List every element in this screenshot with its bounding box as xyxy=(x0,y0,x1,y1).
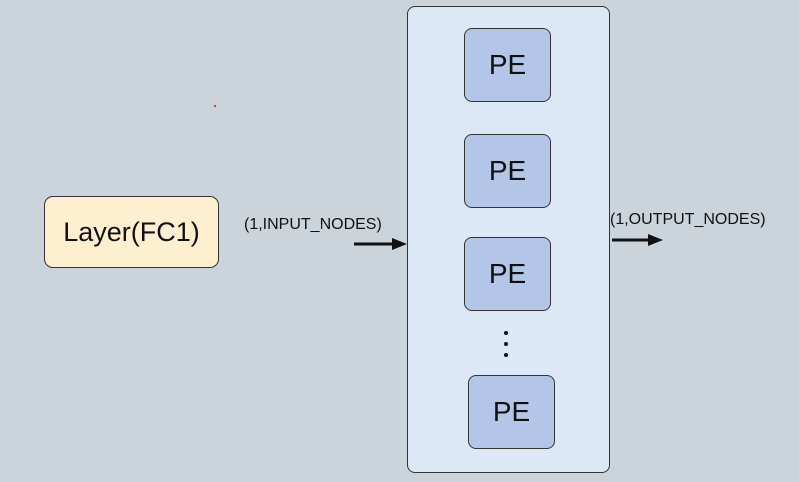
pe-block: PE xyxy=(464,134,551,208)
pe-block: PE xyxy=(464,237,551,311)
pe-block: PE xyxy=(468,375,555,449)
output-arrow-icon xyxy=(612,234,663,246)
input-shape-label: (1,INPUT_NODES) xyxy=(244,216,382,233)
pe-label: PE xyxy=(488,49,527,80)
stray-dot xyxy=(214,105,216,107)
pe-label: PE xyxy=(488,258,527,289)
pe-label: PE xyxy=(488,155,527,186)
layer-fc1-box: Layer(FC1) xyxy=(44,196,219,268)
vertical-ellipsis-icon xyxy=(500,329,512,361)
pe-label: PE xyxy=(492,396,531,427)
pe-block: PE xyxy=(464,28,551,102)
input-arrow-icon xyxy=(354,238,407,250)
layer-fc1-label: Layer(FC1) xyxy=(63,216,200,247)
output-shape-label: (1,OUTPUT_NODES) xyxy=(610,211,766,228)
pe-array-container: PE PE PE PE xyxy=(407,6,610,473)
